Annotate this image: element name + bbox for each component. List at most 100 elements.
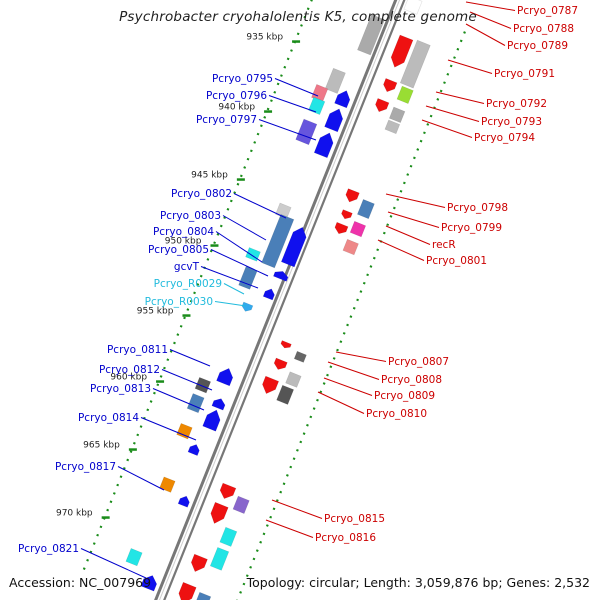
left-gene-label: Pcryo_0802 bbox=[171, 188, 232, 200]
backbone-edge-left bbox=[154, 0, 398, 600]
right-gene-label-leader bbox=[385, 193, 446, 208]
kbp-tick-label: 950 kbp bbox=[165, 237, 202, 247]
feature-left-20 bbox=[202, 409, 221, 432]
right-gene-label: Pcryo_0799 bbox=[441, 222, 502, 234]
right-gene-label: Pcryo_0816 bbox=[315, 532, 376, 544]
right-gene-label-leader bbox=[271, 499, 323, 519]
feature-left-19 bbox=[186, 393, 205, 414]
left-gene-label: Pcryo_0814 bbox=[78, 412, 139, 424]
backbone-edge-right bbox=[163, 0, 406, 600]
right-gene-label: Pcryo_0789 bbox=[507, 40, 568, 52]
feature-right-17 bbox=[285, 371, 302, 388]
right-gene-label-leader bbox=[317, 391, 365, 414]
feature-right-19 bbox=[276, 384, 295, 405]
feature-right-9 bbox=[356, 199, 375, 220]
feature-left-12 bbox=[272, 271, 289, 282]
right-gene-label-leader bbox=[335, 351, 387, 362]
left-gene-label: Pcryo_0821 bbox=[18, 543, 79, 555]
left-gene-label: Pcryo_0804 bbox=[153, 226, 214, 238]
right-gene-label: Pcryo_0787 bbox=[517, 5, 578, 17]
left-gene-label: Pcryo_R0030 bbox=[145, 296, 213, 308]
kbp-tick-label: 945 kbp bbox=[191, 171, 228, 181]
feature-left-24 bbox=[177, 495, 190, 508]
feature-left-11 bbox=[245, 247, 261, 262]
feature-right-8 bbox=[345, 188, 360, 203]
feature-right-15 bbox=[293, 350, 307, 363]
right-gene-label-leader bbox=[435, 91, 485, 104]
feature-left-10 bbox=[280, 226, 307, 268]
right-gene-label: Pcryo_0807 bbox=[388, 356, 449, 368]
left-gene-label-leader bbox=[117, 466, 165, 491]
left-gene-label-leader bbox=[80, 548, 147, 579]
feature-left-3 bbox=[334, 90, 351, 109]
feature-right-5 bbox=[375, 97, 390, 113]
left-gene-label: Pcryo_0803 bbox=[160, 210, 221, 222]
left-gene-label: Pcryo_0813 bbox=[90, 383, 151, 395]
left-gene-label-leader bbox=[214, 301, 247, 307]
feature-right-24 bbox=[190, 553, 208, 572]
left-gene-label-leader bbox=[222, 215, 267, 241]
feature-left-18 bbox=[211, 398, 226, 411]
right-gene-label: Pcryo_0801 bbox=[426, 255, 487, 267]
feature-left-22 bbox=[187, 444, 200, 456]
left-gene-label: gcvT bbox=[174, 261, 200, 273]
feature-left-4 bbox=[308, 96, 326, 116]
feature-left-15 bbox=[241, 301, 254, 312]
left-gene-label-leader bbox=[233, 193, 287, 219]
feature-right-25 bbox=[209, 546, 230, 571]
left-gene-label-leader bbox=[210, 249, 269, 277]
left-gene-label: Pcryo_0795 bbox=[212, 73, 273, 85]
feature-right-6 bbox=[388, 106, 406, 124]
feature-right-2 bbox=[399, 39, 431, 89]
feature-left-0 bbox=[324, 67, 346, 94]
feature-left-21 bbox=[176, 422, 193, 440]
right-gene-label: Pcryo_0794 bbox=[474, 132, 535, 144]
right-gene-label: Pcryo_0815 bbox=[324, 513, 385, 525]
right-gene-label-leader bbox=[387, 211, 440, 228]
feature-right-22 bbox=[210, 501, 229, 524]
feature-left-5 bbox=[324, 108, 344, 133]
kbp-tick-label: 935 kbp bbox=[246, 33, 283, 43]
feature-right-26 bbox=[178, 581, 197, 600]
right-gene-label: Pcryo_0791 bbox=[494, 68, 555, 80]
kbp-tick-label: 965 kbp bbox=[83, 441, 120, 451]
feature-right-1 bbox=[390, 34, 414, 68]
right-gene-label: recR bbox=[432, 239, 456, 251]
right-gene-label-leader bbox=[327, 361, 380, 380]
left-gene-label-leader bbox=[258, 119, 317, 141]
feature-right-13 bbox=[342, 238, 359, 256]
right-gene-label-leader bbox=[465, 1, 516, 11]
genome-backbone bbox=[154, 0, 406, 600]
feature-right-4 bbox=[396, 85, 414, 104]
gene-labels: Pcryo_0795Pcryo_0796Pcryo_0797Pcryo_0802… bbox=[18, 5, 578, 555]
feature-right-3 bbox=[383, 77, 398, 93]
kbp-tick-label: 955 kbp bbox=[137, 307, 174, 317]
right-gene-label-leader bbox=[447, 59, 493, 74]
feature-left-17 bbox=[194, 376, 212, 394]
feature-left-26 bbox=[140, 575, 158, 592]
feature-right-18 bbox=[262, 375, 280, 394]
feature-right-11 bbox=[349, 220, 367, 238]
left-gene-label-leader bbox=[140, 417, 197, 441]
right-gene-label: Pcryo_0810 bbox=[366, 408, 427, 420]
feature-right-16 bbox=[273, 357, 288, 370]
right-gene-label: Pcryo_0798 bbox=[447, 202, 508, 214]
right-gene-label-leader bbox=[377, 239, 425, 261]
left-gene-label-leader bbox=[169, 349, 211, 367]
backbone-center bbox=[158, 0, 401, 600]
map-title: Psychrobacter cryohalolentis K5, complet… bbox=[119, 9, 477, 25]
feature-left-23 bbox=[159, 476, 176, 493]
feature-left-9 bbox=[261, 213, 295, 269]
right-gene-label-leader bbox=[265, 519, 314, 538]
left-gene-label-leader bbox=[268, 95, 317, 113]
feature-right-10 bbox=[341, 209, 353, 220]
feature-left-25 bbox=[125, 548, 143, 567]
genome-summary-text: Topology: circular; Length: 3,059,876 bp… bbox=[246, 575, 590, 590]
feature-right-0 bbox=[403, 0, 423, 15]
kbp-tick-label: 970 kbp bbox=[56, 509, 93, 519]
left-gene-label: Pcryo_0805 bbox=[148, 244, 209, 256]
right-gene-label: Pcryo_0793 bbox=[481, 116, 542, 128]
right-gene-label-leader bbox=[425, 105, 480, 122]
